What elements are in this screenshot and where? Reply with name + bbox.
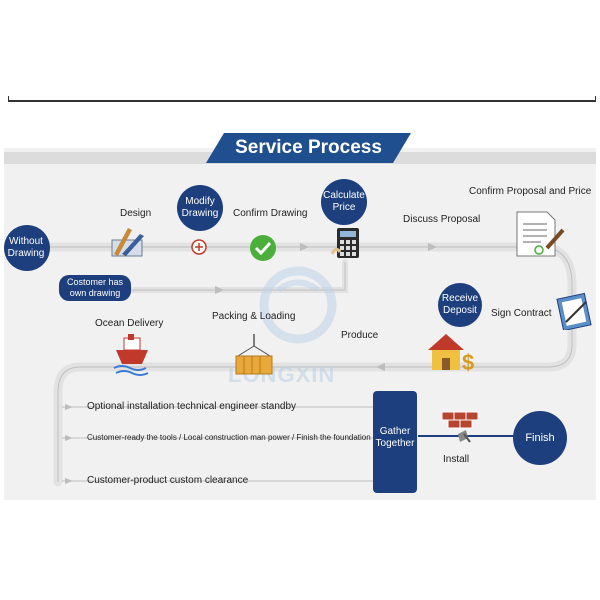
customer-own-drawing-label: Costomer has own drawing (66, 277, 124, 298)
calculator-icon (330, 228, 359, 258)
gather-together-box (373, 391, 417, 493)
top-rule (8, 100, 596, 102)
discuss-proposal-label: Discuss Proposal (403, 214, 481, 225)
page-title: Service Process (235, 137, 382, 158)
confirm-drawing-label: Confirm Drawing (233, 208, 308, 219)
contract-icon (556, 292, 592, 330)
packing-loading-label: Packing & Loading (212, 311, 296, 322)
checkmark-icon (250, 235, 276, 261)
sign-contract-label: Sign Contract (491, 308, 552, 319)
design-tools-icon (111, 228, 144, 257)
svg-text:$: $ (462, 350, 474, 374)
rule-tick-right (595, 96, 596, 102)
calculate-price-badge (321, 179, 367, 225)
modify-drawing-label: Modify Drawing (181, 196, 219, 219)
ocean-delivery-label: Ocean Delivery (95, 318, 164, 329)
bricks-icon (441, 411, 479, 443)
confirm-proposal-label: Confirm Proposal and Price (469, 186, 592, 197)
plus-icon (191, 239, 207, 255)
watermark-logo (259, 266, 337, 344)
container-icon (235, 334, 273, 375)
document-icon (516, 211, 565, 257)
without-drawing-label: Without Drawing (7, 236, 45, 259)
ship-icon (113, 334, 149, 376)
receive-deposit-label: Receive Deposit (441, 293, 479, 316)
produce-label: Produce (341, 330, 379, 341)
rule-tick-left (8, 96, 9, 102)
title-banner (206, 133, 411, 163)
customer-ready-label: Customer-ready the tools / Local constru… (87, 433, 371, 442)
process-panel (4, 148, 596, 500)
without-drawing-badge (4, 225, 50, 271)
modify-drawing-badge (177, 185, 223, 231)
install-label: Install (443, 454, 470, 465)
design-label: Design (120, 208, 152, 219)
optional-installation-label: Optional installation technical engineer… (87, 401, 297, 412)
finish-badge (513, 411, 567, 465)
customer-clearance-label: Customer-product custom clearance (87, 475, 249, 486)
finish-label: Finish (525, 432, 555, 444)
gather-together-label: Gather Together (375, 426, 415, 449)
receive-deposit-badge (438, 283, 482, 327)
calculate-price-label: Calculate Price (323, 190, 365, 213)
customer-own-drawing-badge (59, 275, 131, 301)
house-money-icon: $ (428, 334, 474, 374)
